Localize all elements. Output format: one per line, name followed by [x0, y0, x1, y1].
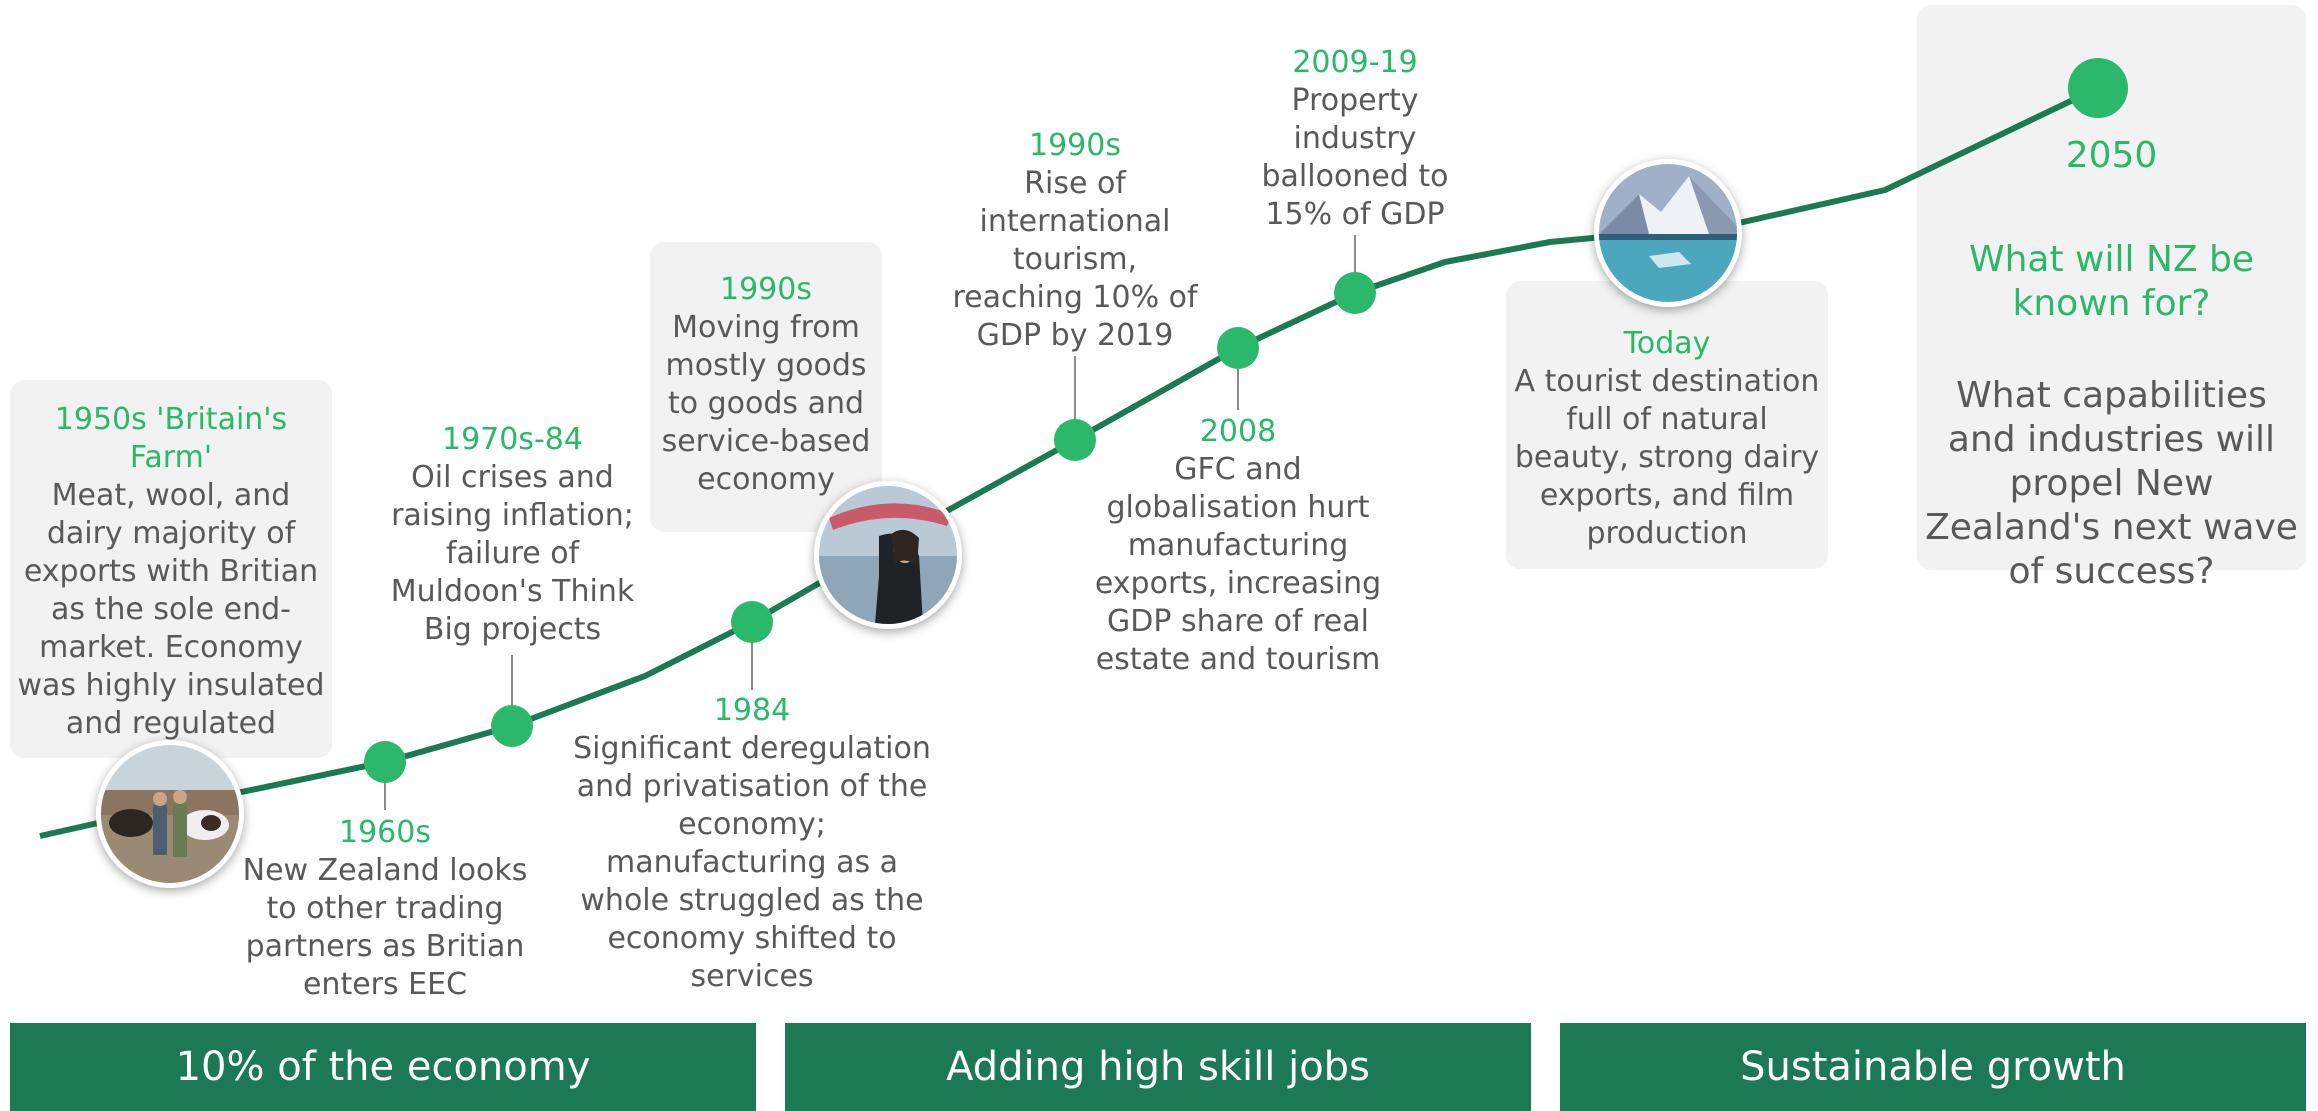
- event-description: A tourist destination full of natural be…: [1514, 364, 1820, 551]
- future-question: What will NZ be known for?: [1969, 239, 2254, 324]
- event-1990s-goods: 1990s Moving from mostly goods to goods …: [658, 271, 874, 499]
- event-year: Today: [1623, 326, 1711, 361]
- event-today: Today A tourist destination full of natu…: [1512, 325, 1822, 553]
- dot-1970s: [491, 705, 533, 747]
- event-description: Significant deregulation and privatisati…: [573, 731, 931, 994]
- event-year: 1990s: [1029, 128, 1121, 163]
- dot-1984: [731, 601, 773, 643]
- event-description: Meat, wool, and dairy majority of export…: [17, 478, 325, 741]
- band-sustainable-growth: Sustainable growth: [1560, 1023, 2306, 1111]
- event-1970s-84: 1970s-84 Oil crises and raising inflatio…: [380, 421, 645, 649]
- event-box-1950s: [10, 380, 332, 758]
- mountain-lake-photo: [1594, 159, 1742, 307]
- event-description: Moving from mostly goods to goods and se…: [661, 310, 871, 497]
- cattle-farm-photo: [96, 740, 244, 888]
- event-box-today: [1506, 281, 1828, 569]
- event-1960s: 1960s New Zealand looks to other trading…: [240, 814, 530, 1004]
- dot-2050: [2068, 58, 2128, 118]
- event-description: GFC and globalisation hurt manufacturing…: [1094, 452, 1382, 677]
- event-year: 1950s 'Britain's Farm': [54, 402, 288, 475]
- event-year: 1970s-84: [442, 422, 583, 457]
- event-year: 1960s: [339, 815, 431, 850]
- event-2008: 2008 GFC and globalisation hurt manufact…: [1085, 413, 1391, 679]
- surfer-photo: [814, 481, 962, 629]
- band-10-percent: 10% of the economy: [10, 1023, 756, 1111]
- future-description: What capabilities and industries will pr…: [1925, 375, 2298, 592]
- dot-1990s-tourism: [1054, 419, 1096, 461]
- event-box-1990s-goods: [650, 242, 882, 532]
- band-high-skill-jobs: Adding high skill jobs: [785, 1023, 1531, 1111]
- future-year: 2050: [2065, 135, 2158, 176]
- event-description: Rise of international tourism, reaching …: [952, 166, 1198, 353]
- event-description: Property industry ballooned to 15% of GD…: [1261, 83, 1449, 232]
- event-year: 1990s: [720, 272, 812, 307]
- event-2009-19: 2009-19 Property industry ballooned to 1…: [1245, 44, 1465, 234]
- dot-1960s: [364, 741, 406, 783]
- event-year: 2009-19: [1292, 45, 1418, 80]
- event-description: New Zealand looks to other trading partn…: [242, 853, 528, 1002]
- event-year: 1984: [713, 693, 791, 728]
- event-1990s-tourism: 1990s Rise of international tourism, rea…: [950, 127, 1200, 355]
- event-description: Oil crises and raising inflation; failur…: [390, 460, 635, 647]
- event-year: 2008: [1199, 414, 1277, 449]
- dot-2008: [1217, 327, 1259, 369]
- dot-2009-19: [1334, 272, 1376, 314]
- event-1984: 1984 Significant deregulation and privat…: [565, 692, 939, 996]
- event-1950s: 1950s 'Britain's Farm' Meat, wool, and d…: [15, 401, 327, 743]
